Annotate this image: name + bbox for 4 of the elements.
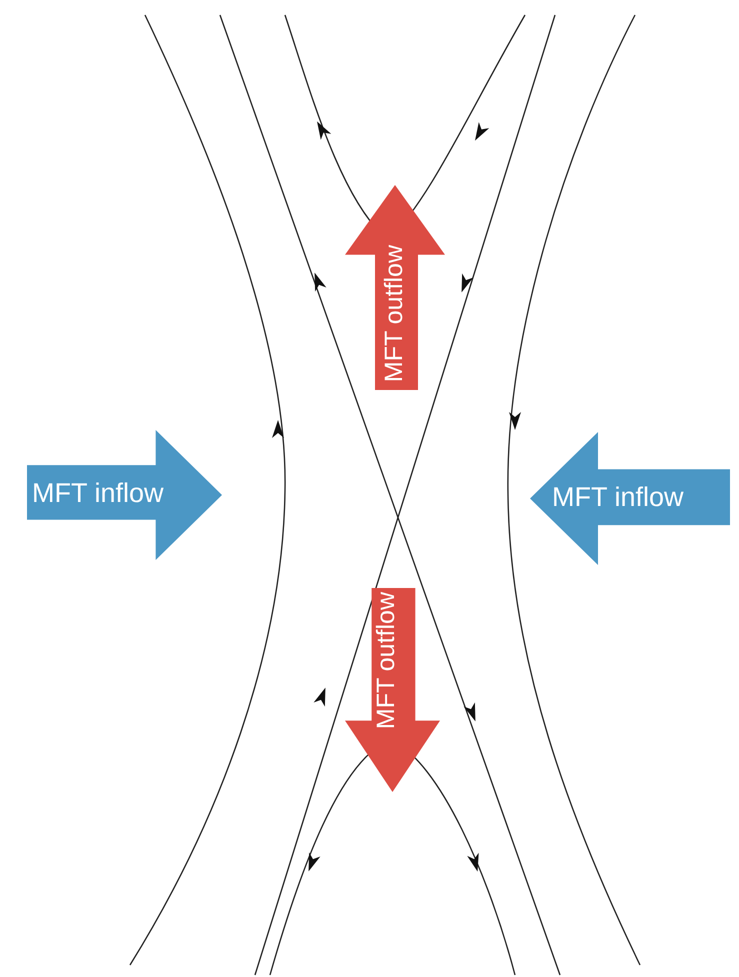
arrow-label: MFT inflow (552, 484, 684, 511)
arrow-label: MFT outflow (374, 592, 399, 730)
arrow-label: MFT outflow (382, 245, 407, 382)
arrow-label: MFT inflow (32, 480, 164, 507)
